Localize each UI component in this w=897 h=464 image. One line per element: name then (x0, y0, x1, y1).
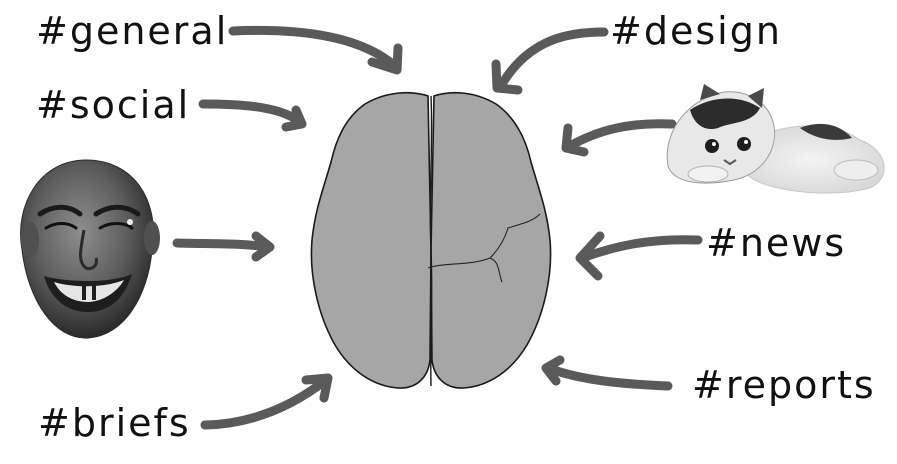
arrow-news (575, 231, 703, 281)
arrow-design (491, 27, 609, 95)
tag-social: #social (36, 83, 191, 127)
arrow-kitten (561, 119, 677, 157)
tag-reports: #reports (692, 363, 876, 407)
face-image (20, 159, 160, 339)
tag-briefs: #briefs (38, 401, 191, 445)
tag-news: #news (706, 221, 847, 265)
brain-right-hemisphere (430, 91, 552, 389)
brain-left-hemisphere (310, 91, 432, 389)
arrow-face (172, 231, 275, 262)
tag-general: #general (36, 9, 229, 53)
tag-design: #design (610, 9, 782, 53)
brain-longitudinal-fissure (429, 95, 433, 387)
brain-crack (427, 213, 541, 283)
brain (310, 91, 552, 389)
arrow-briefs (200, 373, 333, 430)
arrow-reports (541, 355, 673, 391)
arrow-general (228, 25, 403, 75)
arrow-social (198, 99, 307, 132)
kitten-image (666, 84, 885, 194)
